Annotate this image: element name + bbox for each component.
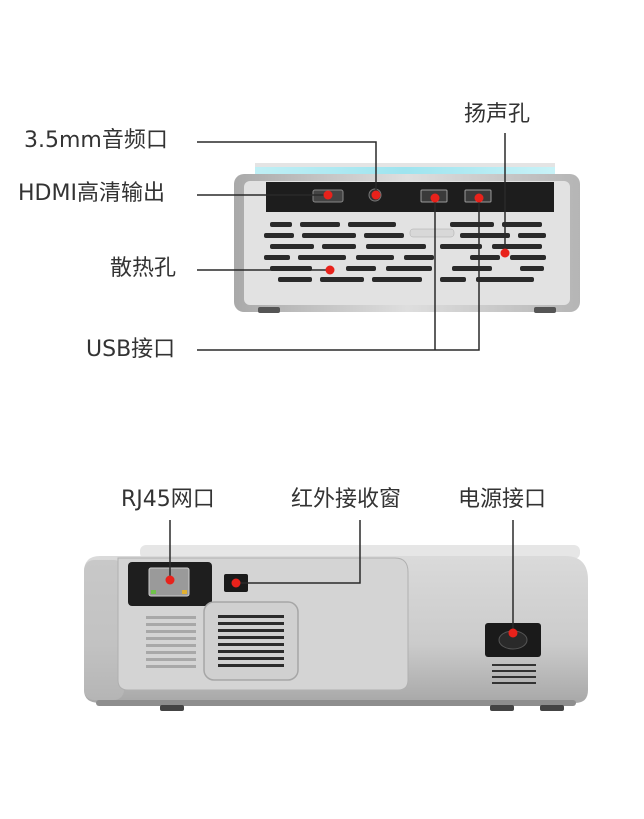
- speaker-marker-icon: [501, 249, 510, 258]
- ir-marker-icon: [232, 579, 241, 588]
- rear-port-panel: [266, 182, 554, 212]
- rj45-marker-icon: [166, 576, 175, 585]
- rear-view-projector: [234, 163, 580, 313]
- usb2-marker-icon: [475, 194, 484, 203]
- rj45-port-label: RJ45网口: [121, 489, 215, 511]
- vent-marker-icon: [326, 266, 335, 275]
- ir-receiver-label: 红外接收窗: [291, 489, 401, 511]
- speaker-label: 扬声孔: [464, 104, 530, 126]
- usb1-marker-icon: [431, 194, 440, 203]
- audio-marker-icon: [372, 191, 381, 200]
- vent-label: 散热孔: [110, 258, 176, 280]
- power-port-label: 电源接口: [458, 489, 546, 511]
- usb-port-label: USB接口: [86, 339, 175, 361]
- power-marker-icon: [509, 629, 518, 638]
- hdmi-marker-icon: [324, 191, 333, 200]
- hdmi-port-label: HDMI高清输出: [18, 183, 165, 205]
- audio-port-label: 3.5mm音频口: [24, 130, 168, 152]
